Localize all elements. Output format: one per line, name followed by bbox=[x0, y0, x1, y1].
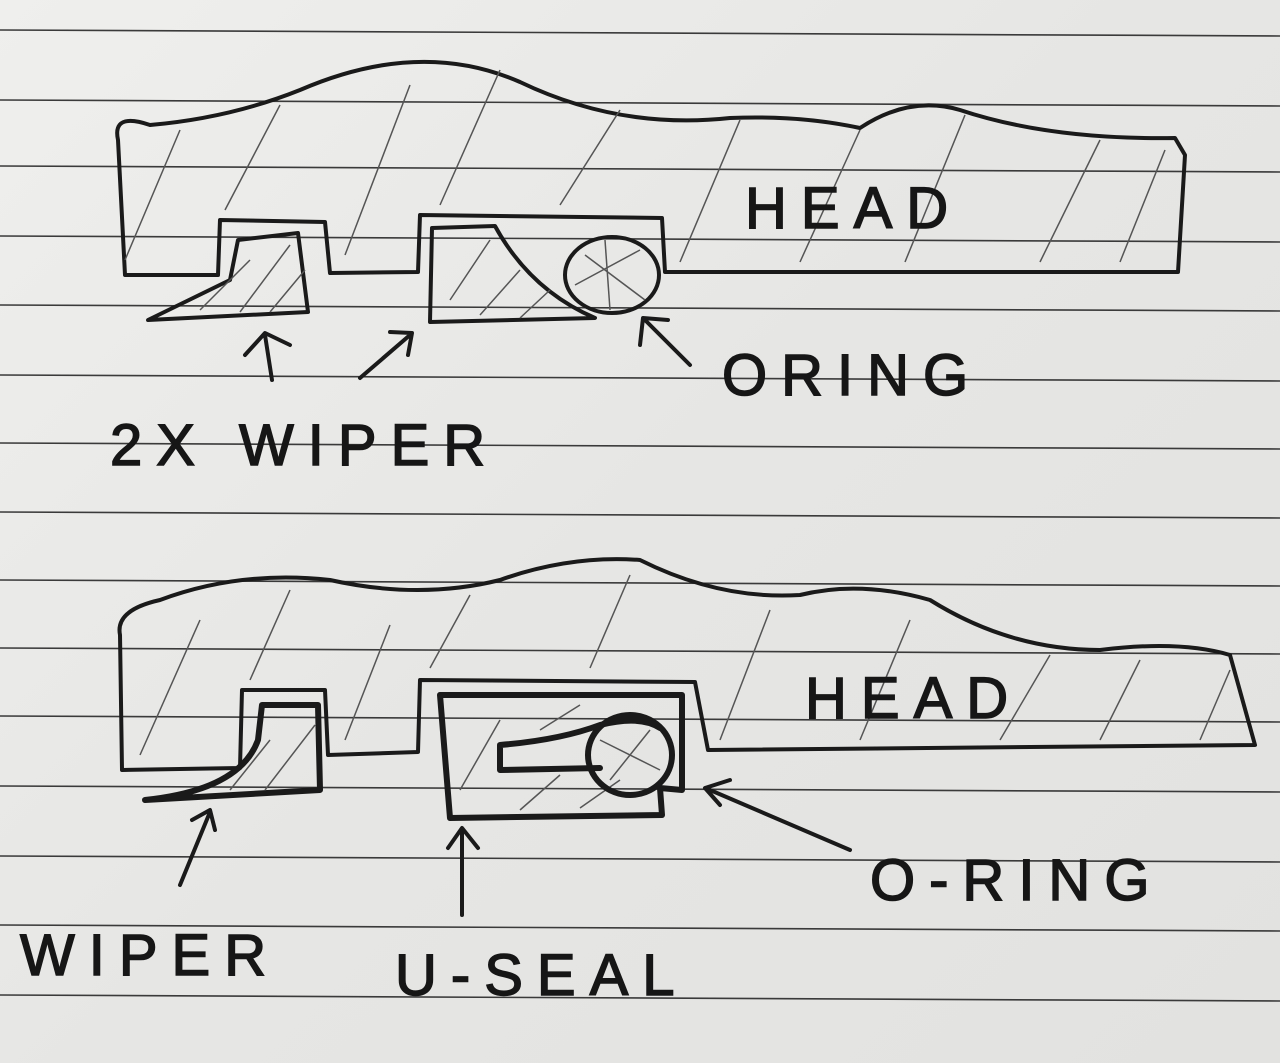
arrow-icon bbox=[446, 826, 480, 917]
arrow-icon bbox=[358, 330, 414, 380]
bottom-wiper-label: WIPER bbox=[20, 923, 280, 988]
arrow-icon bbox=[178, 808, 217, 887]
arrow-icon bbox=[243, 331, 292, 382]
bottom-head-label: HEAD bbox=[805, 666, 1022, 731]
top-wiper-label: 2X WIPER bbox=[110, 413, 499, 478]
bottom-useal-label: U-SEAL bbox=[395, 943, 689, 1008]
bottom-wiper bbox=[142, 702, 323, 803]
bottom-useal bbox=[437, 692, 685, 821]
top-wiper-1 bbox=[146, 231, 310, 322]
ruled-lines bbox=[0, 29, 1280, 1002]
top-oring bbox=[563, 235, 661, 315]
arrow-icon bbox=[703, 778, 852, 852]
top-oring-label: ORING bbox=[722, 343, 982, 408]
top-wiper-2 bbox=[428, 224, 597, 324]
top-head-hatching bbox=[124, 69, 1166, 263]
bottom-head-hatching bbox=[139, 574, 1231, 756]
top-head-section: HEAD ORING 2X WIPER bbox=[109, 59, 1187, 479]
top-head-label: HEAD bbox=[745, 176, 962, 241]
bottom-oring bbox=[585, 712, 675, 798]
bottom-oring-label: O-RING bbox=[870, 848, 1163, 913]
bottom-head-section: HEAD O-RING WIPER U-SEAL bbox=[19, 557, 1257, 1009]
arrow-icon bbox=[638, 316, 692, 367]
